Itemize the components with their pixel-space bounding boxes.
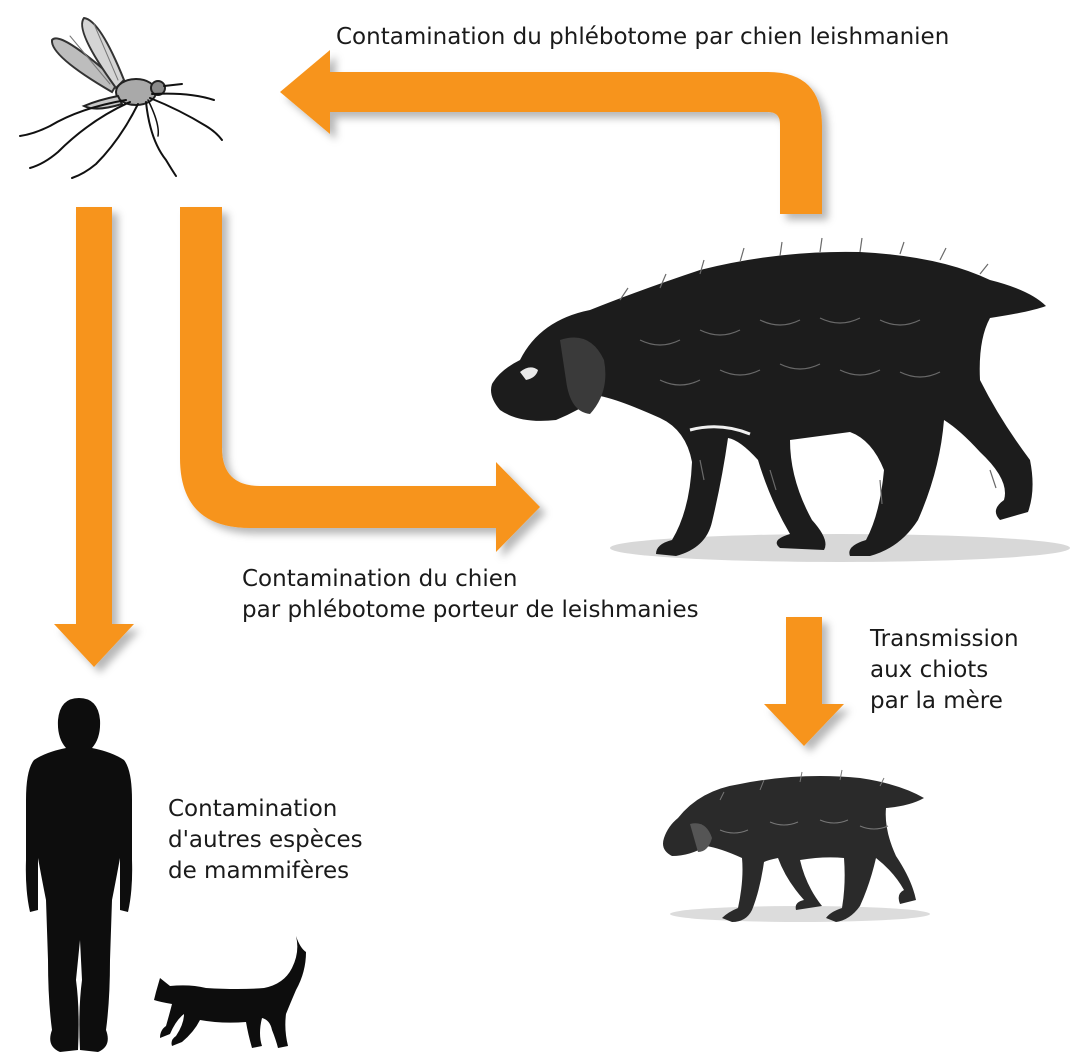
label-sandfly-contamination: Contamination du phlébotome par chien le…	[336, 22, 949, 53]
label-sandfly-contamination-text: Contamination du phlébotome par chien le…	[336, 22, 949, 53]
label-other-mammals-line-3: de mammifères	[168, 856, 363, 887]
arrow-dog-to-sandfly	[280, 50, 822, 214]
label-other-mammals-line-1: Contamination	[168, 794, 363, 825]
label-other-mammals-line-2: d'autres espèces	[168, 825, 363, 856]
puppy-icon	[663, 770, 930, 922]
label-puppy-transmission-line-2: aux chiots	[870, 655, 1019, 686]
adult-dog-icon	[491, 238, 1070, 562]
human-silhouette-icon	[26, 698, 132, 1052]
label-puppy-transmission-line-3: par la mère	[870, 686, 1019, 717]
label-other-mammals: Contamination d'autres espèces de mammif…	[168, 794, 363, 887]
label-puppy-transmission-line-1: Transmission	[870, 624, 1019, 655]
arrow-sandfly-to-dog	[180, 207, 540, 552]
label-dog-contamination-line-2: par phlébotome porteur de leishmanies	[242, 595, 699, 626]
label-dog-contamination: Contamination du chien par phlébotome po…	[242, 564, 699, 626]
cat-silhouette-icon	[154, 936, 306, 1048]
arrow-sandfly-to-mammals	[54, 207, 134, 667]
arrow-mother-to-puppies	[764, 617, 844, 746]
label-puppy-transmission: Transmission aux chiots par la mère	[870, 624, 1019, 717]
label-dog-contamination-line-1: Contamination du chien	[242, 564, 699, 595]
sandfly-icon	[20, 18, 222, 178]
